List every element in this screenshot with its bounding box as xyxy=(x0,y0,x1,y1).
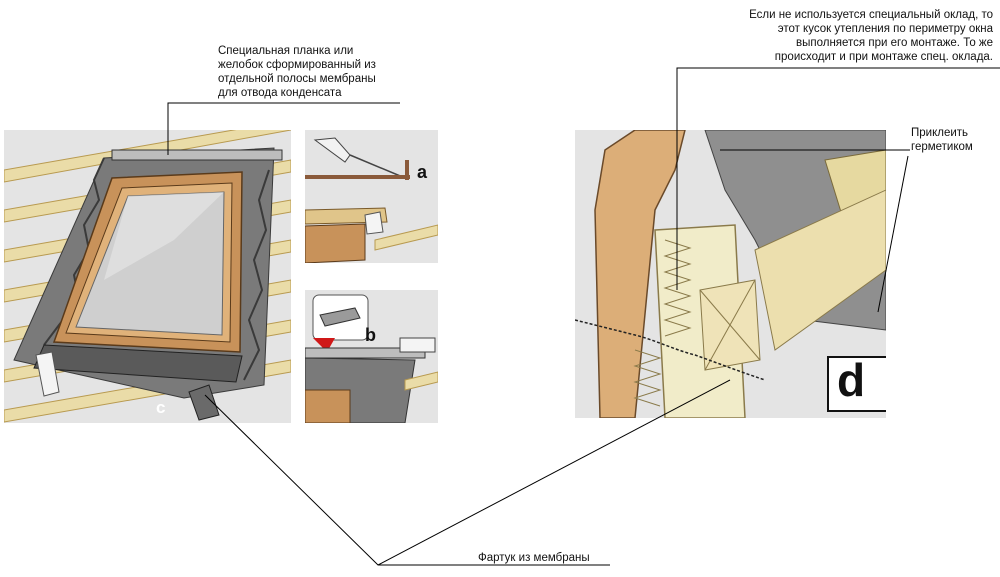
apron-note: Фартук из мембраны xyxy=(478,552,590,564)
panel-d-insulation-section: d xyxy=(575,130,886,418)
panel-label-d-box: d xyxy=(827,354,886,412)
insulation-note: Если не используется специальный оклад, … xyxy=(749,9,993,63)
panel-a-detail: a xyxy=(305,130,438,263)
detail-a-drawing xyxy=(305,137,438,263)
planka-note: Специальная планка или желобок сформиров… xyxy=(218,45,376,99)
panel-b-detail: b xyxy=(305,290,438,423)
sealant-note: Приклеить герметиком xyxy=(911,127,973,153)
panel-c-window-installation: c xyxy=(4,130,291,423)
panel-label-b: b xyxy=(365,325,376,345)
panel-label-c: c xyxy=(156,398,166,417)
window-installation-drawing xyxy=(4,130,291,423)
panel-label-a: a xyxy=(417,162,428,182)
panel-label-d: d xyxy=(837,354,866,406)
detail-b-drawing xyxy=(305,294,438,423)
